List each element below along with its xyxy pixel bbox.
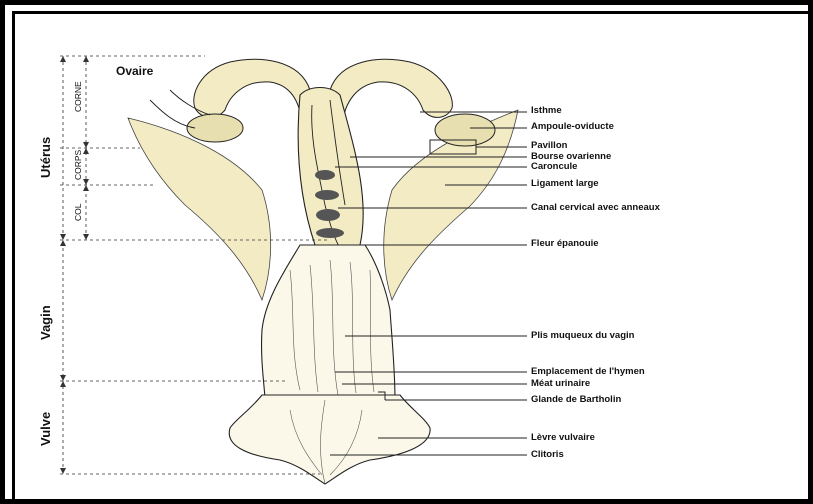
annotation-levre-vulvaire: Lèvre vulvaire [531, 432, 595, 443]
annotation-canal-cervical: Canal cervical avec anneaux [531, 202, 660, 213]
vulva-body [229, 395, 430, 484]
annotation-caroncule: Caroncule [531, 161, 577, 172]
annotation-glande-bartholin: Glande de Bartholin [531, 394, 621, 405]
bracket-arrows [60, 56, 89, 474]
label-ovaire: Ovaire [116, 64, 153, 78]
ovary-left [187, 114, 243, 142]
annotation-isthme: Isthme [531, 105, 562, 116]
region-label-vagin: Vagin [38, 305, 53, 340]
subregion-label-corps: CORPS [73, 150, 83, 180]
annotation-plis-muqueux: Plis muqueux du vagin [531, 330, 634, 341]
subregion-label-col: COL [73, 204, 83, 221]
ovary-right [435, 114, 495, 146]
annotation-fleur-epanouie: Fleur épanouie [531, 238, 599, 249]
ligament-large-shape [128, 118, 271, 300]
uterine-horn-right [330, 59, 452, 125]
annotation-ligament-large: Ligament large [531, 178, 599, 189]
subregion-label-corne: CORNE [73, 81, 83, 112]
annotation-meat-urinaire: Méat urinaire [531, 378, 590, 389]
region-label-vulve: Vulve [38, 412, 53, 446]
vagina-body [262, 245, 395, 400]
uterine-body [298, 88, 363, 246]
annotation-emplacement-hymen: Emplacement de l'hymen [531, 366, 645, 377]
region-label-uterus: Utérus [38, 137, 53, 178]
annotation-pavillon: Pavillon [531, 140, 567, 151]
annotation-ampoule-oviducte: Ampoule-oviducte [531, 121, 614, 132]
annotation-clitoris: Clitoris [531, 449, 564, 460]
